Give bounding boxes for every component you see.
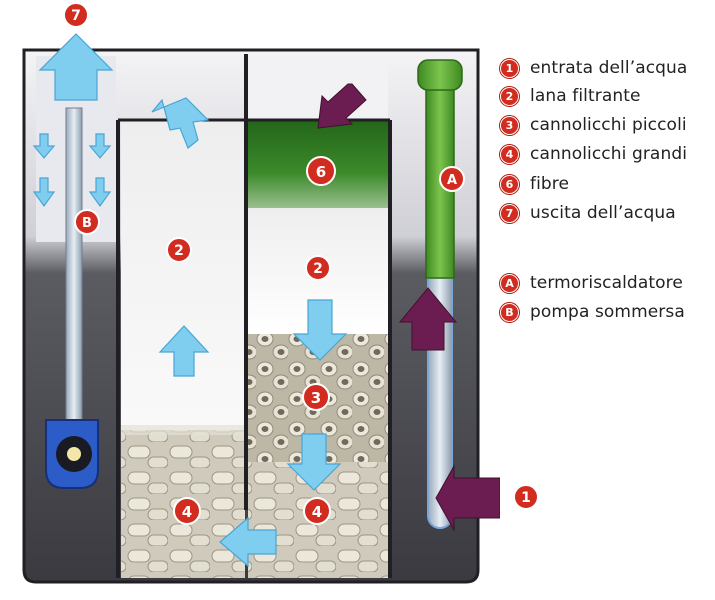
legend-label: entrata dell’acqua bbox=[530, 58, 688, 78]
svg-text:6: 6 bbox=[316, 163, 326, 181]
badge-wool-right: 2 bbox=[305, 255, 331, 281]
svg-text:4: 4 bbox=[182, 503, 192, 521]
badge-inlet: 1 bbox=[513, 484, 539, 510]
svg-text:1: 1 bbox=[521, 490, 531, 506]
legend-badge: 7 bbox=[500, 203, 519, 223]
badge-fibre: 6 bbox=[306, 156, 336, 186]
down-arrow-left-1 bbox=[32, 133, 56, 159]
legend-label: uscita dell’acqua bbox=[530, 203, 676, 223]
bottom-left-arrow bbox=[219, 516, 277, 568]
legend-badge: B bbox=[500, 302, 519, 322]
legend-badge: 2 bbox=[500, 86, 519, 106]
legend-item-pump: B pompa sommersa bbox=[500, 302, 685, 322]
legend-item-water-inlet: 1 entrata dell’acqua bbox=[500, 58, 687, 78]
heater-up-arrow bbox=[398, 287, 458, 351]
legend-badge: 6 bbox=[500, 174, 519, 194]
svg-text:7: 7 bbox=[71, 8, 81, 24]
filter-diagram: 7 B 2 6 A 2 3 4 bbox=[22, 2, 500, 584]
svg-text:3: 3 bbox=[311, 389, 321, 407]
legend-badge: 4 bbox=[500, 144, 519, 164]
badge-heater: A bbox=[439, 166, 465, 192]
down-arrow-right-2 bbox=[88, 177, 112, 208]
legend-item-large-rings: 4 cannolicchi grandi bbox=[500, 144, 687, 164]
badge-large-rings-right: 4 bbox=[303, 497, 331, 525]
legend-item-filter-wool: 2 lana filtrante bbox=[500, 86, 641, 106]
svg-text:2: 2 bbox=[174, 243, 184, 259]
pump-tube bbox=[65, 107, 83, 429]
outlet-up-arrow bbox=[38, 33, 114, 101]
inlet-arrow bbox=[435, 464, 500, 532]
down-arrow-left-2 bbox=[32, 177, 56, 208]
legend-label: cannolicchi grandi bbox=[530, 144, 688, 164]
badges: 7 B 2 6 A 2 3 4 bbox=[63, 2, 465, 525]
badge-large-rings-left: 4 bbox=[173, 497, 201, 525]
legend-item-fibre: 6 fibre bbox=[500, 174, 569, 194]
right-down-arrow-2 bbox=[286, 433, 342, 491]
submersible-pump bbox=[45, 419, 99, 489]
svg-text:A: A bbox=[447, 173, 457, 188]
legend-badge: 3 bbox=[500, 115, 519, 135]
legend-label: lana filtrante bbox=[530, 86, 641, 106]
badge-pump: B bbox=[74, 209, 100, 235]
legend-label: fibre bbox=[530, 174, 570, 194]
right-down-arrow-1 bbox=[292, 299, 348, 361]
flow-arrows bbox=[32, 33, 348, 568]
fibre-entry-arrow bbox=[317, 83, 367, 129]
down-arrow-right-1 bbox=[88, 133, 112, 159]
legend-item-small-rings: 3 cannolicchi piccoli bbox=[500, 115, 687, 135]
legend-badge: 1 bbox=[500, 58, 519, 78]
legend-label: termoriscaldatore bbox=[530, 273, 683, 293]
legend: 1 entrata dell’acqua 2 lana filtrante 3 … bbox=[500, 0, 715, 600]
legend-label: pompa sommersa bbox=[530, 302, 685, 322]
partitions bbox=[116, 54, 392, 578]
svg-text:B: B bbox=[82, 216, 92, 231]
legend-label: cannolicchi piccoli bbox=[530, 115, 687, 135]
svg-text:4: 4 bbox=[312, 503, 322, 521]
badge-wool-left: 2 bbox=[166, 237, 192, 263]
external-arrows bbox=[317, 83, 500, 532]
middle-out-arrow bbox=[151, 97, 210, 149]
legend-item-water-outlet: 7 uscita dell’acqua bbox=[500, 203, 676, 223]
svg-text:2: 2 bbox=[313, 261, 323, 277]
legend-badge: A bbox=[500, 273, 519, 293]
legend-item-heater: A termoriscaldatore bbox=[500, 273, 683, 293]
badge-outlet: 7 bbox=[63, 2, 89, 28]
badge-small-rings: 3 bbox=[302, 383, 330, 411]
middle-up-arrow bbox=[158, 325, 210, 377]
